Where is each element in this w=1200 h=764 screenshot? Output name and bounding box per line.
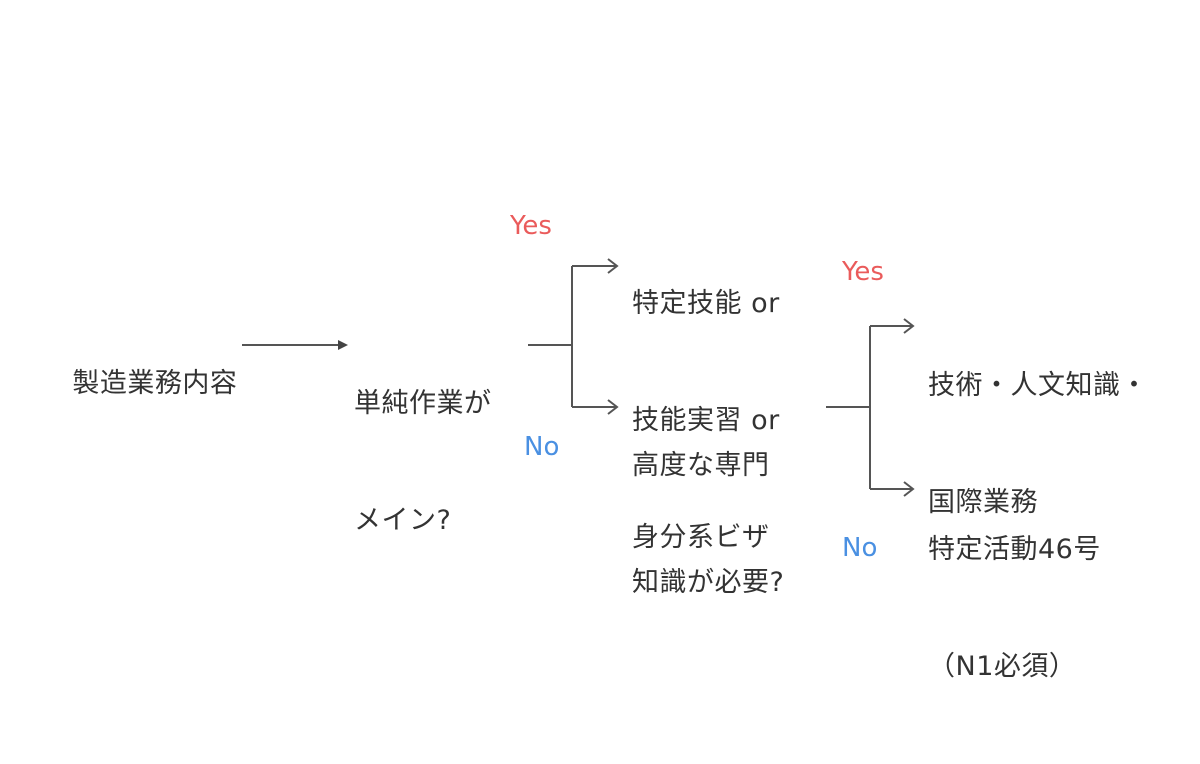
node-result-3: 特定活動46号 （N1必須） [928, 452, 1101, 764]
arrowhead-q1-no [607, 399, 619, 415]
label-no-q1: No [524, 432, 560, 462]
label-yes-q1: Yes [510, 211, 552, 241]
node-result-2-line-2: 国際業務 [928, 487, 1038, 518]
node-question-1-line-2: メイン? [354, 505, 452, 536]
node-result-3-line-2: （N1必須） [928, 651, 1077, 682]
node-result-1-line-1: 特定技能 or [632, 288, 780, 319]
branch-q1 [528, 266, 573, 407]
node-result-1-line-2: 技能実習 or [632, 405, 780, 436]
arrowhead-q1-yes [607, 258, 619, 274]
node-question-2: 高度な専門 知識が必要? [632, 368, 784, 680]
node-start-text: 製造業務内容 [72, 368, 238, 399]
node-result-3-line-1: 特定活動46号 [928, 534, 1101, 565]
flowchart: 製造業務内容 単純作業が メイン? Yes No 特定技能 or 技能実習 or… [36, 206, 1148, 682]
node-question-1: 単純作業が メイン? [354, 306, 492, 618]
node-question-1-line-1: 単純作業が [354, 388, 492, 419]
arrowhead-q2-no [903, 481, 915, 497]
node-question-2-line-2: 知識が必要? [632, 567, 785, 598]
node-start: 製造業務内容 [36, 325, 237, 442]
arrowhead-start-to-q1 [338, 340, 348, 350]
label-yes-q2: Yes [842, 257, 884, 287]
node-result-1-line-3: 身分系ビザ [632, 522, 770, 553]
label-no-q2: No [842, 533, 878, 563]
connector-lines [242, 258, 915, 497]
branch-q2 [826, 326, 871, 489]
node-result-2: 技術・人文知識・ 国際業務 [928, 288, 1148, 600]
arrowhead-q2-yes [903, 318, 915, 334]
node-question-2-line-1: 高度な専門 [632, 450, 770, 481]
node-result-2-line-1: 技術・人文知識・ [928, 370, 1148, 401]
node-result-1: 特定技能 or 技能実習 or 身分系ビザ [632, 206, 780, 635]
